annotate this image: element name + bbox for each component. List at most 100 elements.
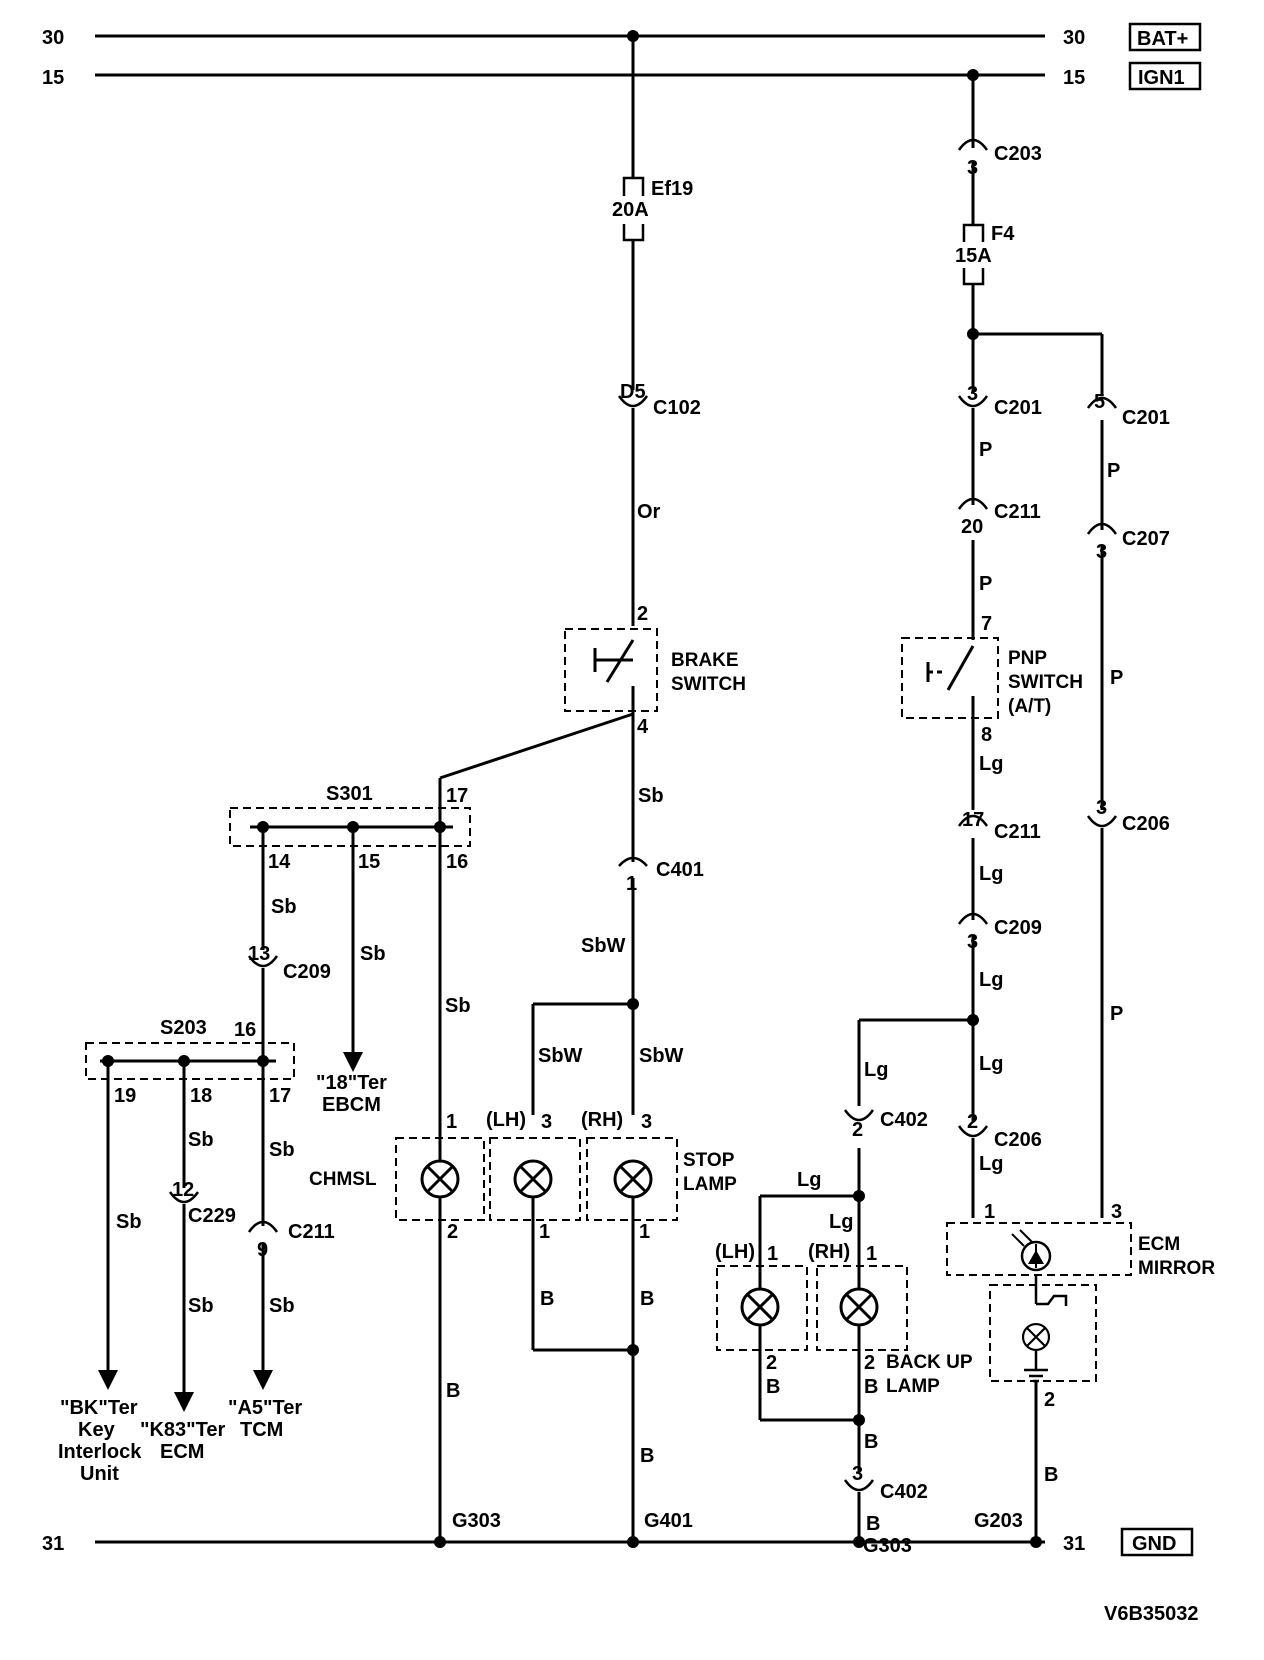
conn-c207-name: C207	[1122, 528, 1170, 550]
conn-c229-pin: 12	[172, 1179, 194, 1201]
term-key-line1: "BK"Ter	[60, 1397, 138, 1419]
gnd-rail-right-label: 31	[1063, 1533, 1085, 1555]
term-key-line2: Key	[78, 1419, 116, 1441]
conn-c402a-name: C402	[880, 1109, 928, 1131]
term-key-line3: Interlock	[58, 1441, 142, 1463]
term-ecm-line2: ECM	[160, 1441, 204, 1463]
conn-c402b-name: C402	[880, 1481, 928, 1503]
wire-lg-label-2: Lg	[979, 863, 1003, 885]
wire-b-label-6: B	[766, 1376, 780, 1398]
term-tcm-line1: "A5"Ter	[228, 1397, 302, 1419]
mirror-lamp-icon	[1021, 1322, 1051, 1352]
ign-rail-right-label: 15	[1063, 67, 1085, 89]
term-tcm-line2: TCM	[240, 1419, 283, 1441]
bat-rail: 30 30 BAT+	[42, 22, 1202, 52]
conn-c402a-pin: 2	[852, 1119, 863, 1141]
ground-g203: G203	[974, 1510, 1023, 1532]
wire-sb-label-2: Sb	[271, 896, 297, 918]
gnd-rail: 31 31 GND	[42, 1527, 1194, 1557]
conn-c102-name: C102	[653, 397, 701, 419]
wire-or-label: Or	[637, 501, 661, 523]
conn-c206a-pin: 3	[1096, 797, 1107, 819]
stop-rh-pin-bottom: 1	[639, 1221, 650, 1243]
conn-c201b-name: C201	[1122, 407, 1170, 429]
wire-b-label-2: B	[640, 1288, 654, 1310]
ign-rail: 15 15 IGN1	[42, 61, 1202, 91]
gnd-rail-left-label: 31	[42, 1533, 64, 1555]
chmsl-label: CHMSL	[309, 1169, 377, 1190]
bat-rail-right-label: 30	[1063, 27, 1085, 49]
conn-c201a-pin: 3	[967, 383, 978, 405]
wire-b-label-4: B	[640, 1445, 654, 1467]
wire-sb-label-8: Sb	[269, 1139, 295, 1161]
fuse-ef19-name: Ef19	[651, 178, 693, 200]
stop-lamps: CHMSL 1 2 (LH) 3 (RH) 3 1 1 STOP LAMP B …	[309, 1109, 737, 1542]
conn-c211b-name: C211	[994, 821, 1041, 843]
backup-lamp-label-1: BACK UP	[886, 1352, 973, 1373]
bat-rail-left-label: 30	[42, 27, 64, 49]
wire-b-label-8: B	[864, 1431, 878, 1453]
pnp-switch-label-1: PNP	[1008, 648, 1047, 669]
chmsl-lamp-icon	[420, 1159, 460, 1199]
ground-g303-b: G303	[863, 1535, 912, 1557]
stop-lh-pin-bottom: 1	[539, 1221, 550, 1243]
conn-c209b-name: C209	[283, 961, 331, 983]
wire-b-label-5: B	[1044, 1464, 1058, 1486]
stop-lamp-rh-icon	[613, 1159, 653, 1199]
conn-c211a-name: C211	[994, 501, 1041, 523]
wire-lg-label-1: Lg	[979, 753, 1003, 775]
term-ecm-line1: "K83"Ter	[140, 1419, 226, 1441]
conn-c211a-pin: 20	[961, 516, 983, 538]
fuse-ef19-rating: 20A	[612, 199, 649, 221]
wire-lg-label-3: Lg	[979, 969, 1003, 991]
wire-sb-label-3: Sb	[360, 943, 386, 965]
wire-p-label-5: P	[1110, 1003, 1123, 1025]
ecm-mirror-pin-3: 3	[1111, 1201, 1122, 1223]
term-ebcm-line2: EBCM	[322, 1094, 381, 1116]
conn-c206b-name: C206	[994, 1129, 1042, 1151]
stop-rh-label: (RH)	[581, 1109, 623, 1131]
stop-lamp-label-1: STOP	[683, 1150, 735, 1171]
conn-c206a-name: C206	[1122, 813, 1170, 835]
brake-pin-bottom: 4	[637, 716, 649, 738]
pnp-circuit: 3 C203 F4 15A 3 C201 P 20 C211 P 7 PNP S…	[901, 69, 1104, 1218]
wire-lg-label-4: Lg	[979, 1053, 1003, 1075]
term-key-line4: Unit	[80, 1463, 119, 1485]
s301-pin-17: 17	[446, 785, 468, 807]
ecm-mirror-feed: 5 C201 P 3 C207 P 3 C206 P	[1086, 391, 1170, 1218]
stop-lh-label: (LH)	[486, 1109, 526, 1131]
wire-b-label-7: B	[864, 1376, 878, 1398]
ign-rail-left-label: 15	[42, 67, 64, 89]
ecm-mirror: 1 3 ECM MIRROR 2 B	[946, 1201, 1215, 1542]
wire-p-label-2: P	[979, 573, 992, 595]
ground-g303-a: G303	[452, 1510, 501, 1532]
backup-lh-pin-top: 1	[767, 1243, 778, 1265]
pnp-switch-label-3: (A/T)	[1008, 696, 1051, 717]
fuse-f4-name: F4	[991, 223, 1015, 245]
backup-lamps: Lg 2 C402 Lg Lg (LH) 1 (RH) 1 2 B 2 B BA…	[715, 1018, 973, 1542]
gnd-tag: GND	[1132, 1533, 1176, 1555]
chmsl-pin-bottom: 2	[447, 1221, 458, 1243]
conn-c211c-name: C211	[288, 1221, 335, 1243]
s203-pin-16: 16	[234, 1019, 256, 1041]
wire-sb-label-7: Sb	[188, 1295, 214, 1317]
photo-sensor-icon	[1011, 1229, 1052, 1272]
pnp-pin-bottom: 8	[981, 724, 992, 746]
wire-sb-label-6: Sb	[188, 1129, 214, 1151]
backup-rh-pin-top: 1	[866, 1243, 877, 1265]
brake-switch-label-2: SWITCH	[671, 674, 746, 695]
s301-pin-16: 16	[446, 851, 468, 873]
chmsl-pin-top: 1	[446, 1111, 457, 1133]
s301-name: S301	[326, 783, 373, 805]
pnp-switch-label-2: SWITCH	[1008, 672, 1083, 693]
ecm-mirror-pin-2: 2	[1044, 1389, 1055, 1411]
brake-pin-top: 2	[637, 603, 648, 625]
brake-switch-label-1: BRAKE	[671, 650, 739, 671]
ecm-mirror-label-2: MIRROR	[1138, 1258, 1215, 1279]
conn-c211b-pin: 17	[962, 809, 984, 831]
wire-lg-label-7: Lg	[797, 1169, 821, 1191]
conn-c206b-pin: 2	[967, 1111, 978, 1133]
s203-pin-18: 18	[190, 1085, 212, 1107]
s301-pin-14: 14	[268, 851, 291, 873]
